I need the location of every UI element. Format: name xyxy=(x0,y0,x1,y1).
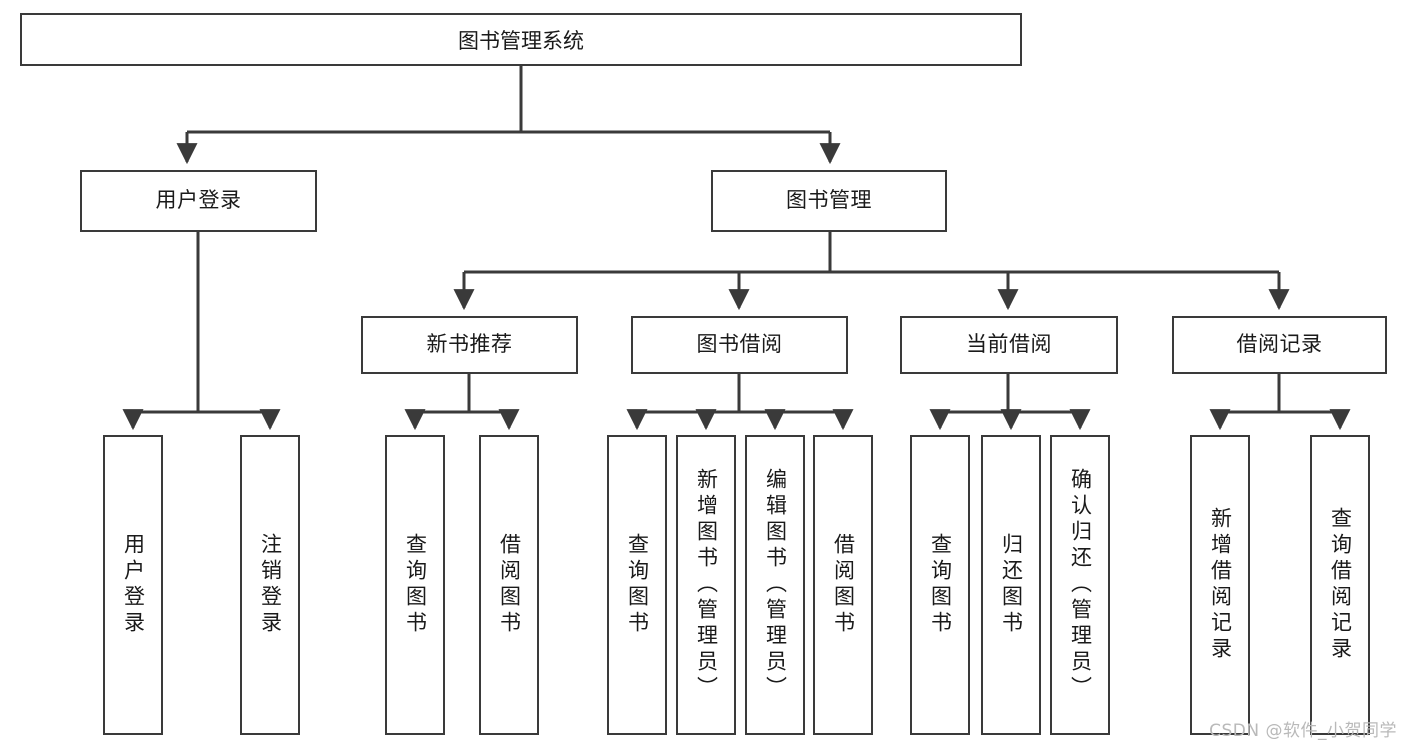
node-leaf-query-book-2[interactable]: 查询图书 xyxy=(607,435,667,735)
node-leaf-edit-book-label: 编辑图书（管理员） xyxy=(763,468,788,702)
node-leaf-edit-book[interactable]: 编辑图书（管理员） xyxy=(745,435,805,735)
node-leaf-borrow-book-1[interactable]: 借阅图书 xyxy=(479,435,539,735)
node-leaf-confirm-return-label: 确认归还（管理员） xyxy=(1068,468,1093,702)
node-leaf-logout-login[interactable]: 注销登录 xyxy=(240,435,300,735)
node-book-borrow-label: 图书借阅 xyxy=(696,332,783,357)
node-leaf-logout-login-label: 注销登录 xyxy=(258,533,283,637)
node-book-manage[interactable]: 图书管理 xyxy=(711,170,947,232)
node-leaf-query-book-1-label: 查询图书 xyxy=(403,533,428,637)
node-leaf-confirm-return[interactable]: 确认归还（管理员） xyxy=(1050,435,1110,735)
node-leaf-query-book-1[interactable]: 查询图书 xyxy=(385,435,445,735)
node-current-borrow-label: 当前借阅 xyxy=(966,332,1052,357)
node-leaf-borrow-book-1-label: 借阅图书 xyxy=(497,533,522,637)
node-user-login[interactable]: 用户登录 xyxy=(80,170,317,232)
node-new-book-rec[interactable]: 新书推荐 xyxy=(361,316,578,374)
node-leaf-add-book-label: 新增图书（管理员） xyxy=(694,468,719,702)
node-leaf-borrow-book-2-label: 借阅图书 xyxy=(831,533,856,637)
node-leaf-query-record-label: 查询借阅记录 xyxy=(1328,507,1353,663)
node-root[interactable]: 图书管理系统 xyxy=(20,13,1022,66)
node-current-borrow[interactable]: 当前借阅 xyxy=(900,316,1118,374)
node-leaf-user-login-label: 用户登录 xyxy=(121,533,146,637)
node-borrow-record-label: 借阅记录 xyxy=(1236,332,1323,357)
node-leaf-user-login[interactable]: 用户登录 xyxy=(103,435,163,735)
node-leaf-add-book[interactable]: 新增图书（管理员） xyxy=(676,435,736,735)
node-leaf-return-book[interactable]: 归还图书 xyxy=(981,435,1041,735)
node-user-login-label: 用户登录 xyxy=(155,188,242,213)
node-borrow-record[interactable]: 借阅记录 xyxy=(1172,316,1387,374)
node-book-borrow[interactable]: 图书借阅 xyxy=(631,316,848,374)
node-book-manage-label: 图书管理 xyxy=(786,188,872,213)
node-leaf-query-book-3-label: 查询图书 xyxy=(928,533,953,637)
node-leaf-query-book-2-label: 查询图书 xyxy=(625,533,650,637)
node-root-label: 图书管理系统 xyxy=(458,28,584,53)
node-leaf-borrow-book-2[interactable]: 借阅图书 xyxy=(813,435,873,735)
node-leaf-query-book-3[interactable]: 查询图书 xyxy=(910,435,970,735)
watermark: CSDN @软件_小贺同学 xyxy=(1209,721,1397,741)
node-leaf-add-record[interactable]: 新增借阅记录 xyxy=(1190,435,1250,735)
node-leaf-return-book-label: 归还图书 xyxy=(999,533,1024,637)
node-new-book-rec-label: 新书推荐 xyxy=(426,332,513,357)
node-leaf-query-record[interactable]: 查询借阅记录 xyxy=(1310,435,1370,735)
node-leaf-add-record-label: 新增借阅记录 xyxy=(1208,507,1233,663)
